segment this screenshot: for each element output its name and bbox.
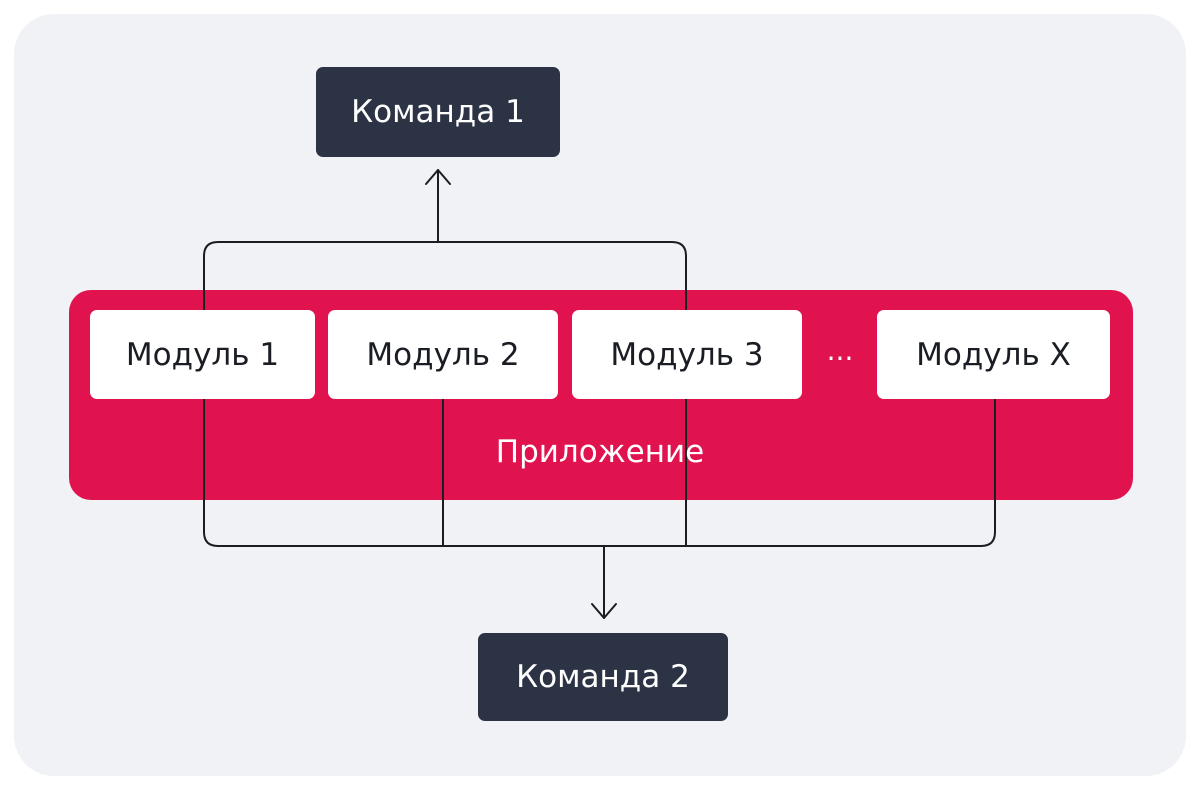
- team-1-label: Команда 1: [351, 94, 525, 130]
- team-2-box: Команда 2: [478, 633, 728, 721]
- team-1-box: Команда 1: [316, 67, 560, 157]
- module-2-label: Модуль 2: [366, 336, 520, 373]
- module-2-box: Модуль 2: [328, 310, 558, 399]
- team-2-label: Команда 2: [516, 659, 690, 695]
- module-3-box: Модуль 3: [572, 310, 802, 399]
- module-x-box: Модуль X: [877, 310, 1110, 399]
- module-3-label: Модуль 3: [610, 336, 764, 373]
- module-x-label: Модуль X: [916, 336, 1071, 373]
- module-1-label: Модуль 1: [125, 336, 280, 373]
- application-label: Приложение: [495, 434, 705, 470]
- more-modules-ellipsis: ...: [826, 334, 854, 367]
- module-1-box: Модуль 1: [90, 310, 315, 399]
